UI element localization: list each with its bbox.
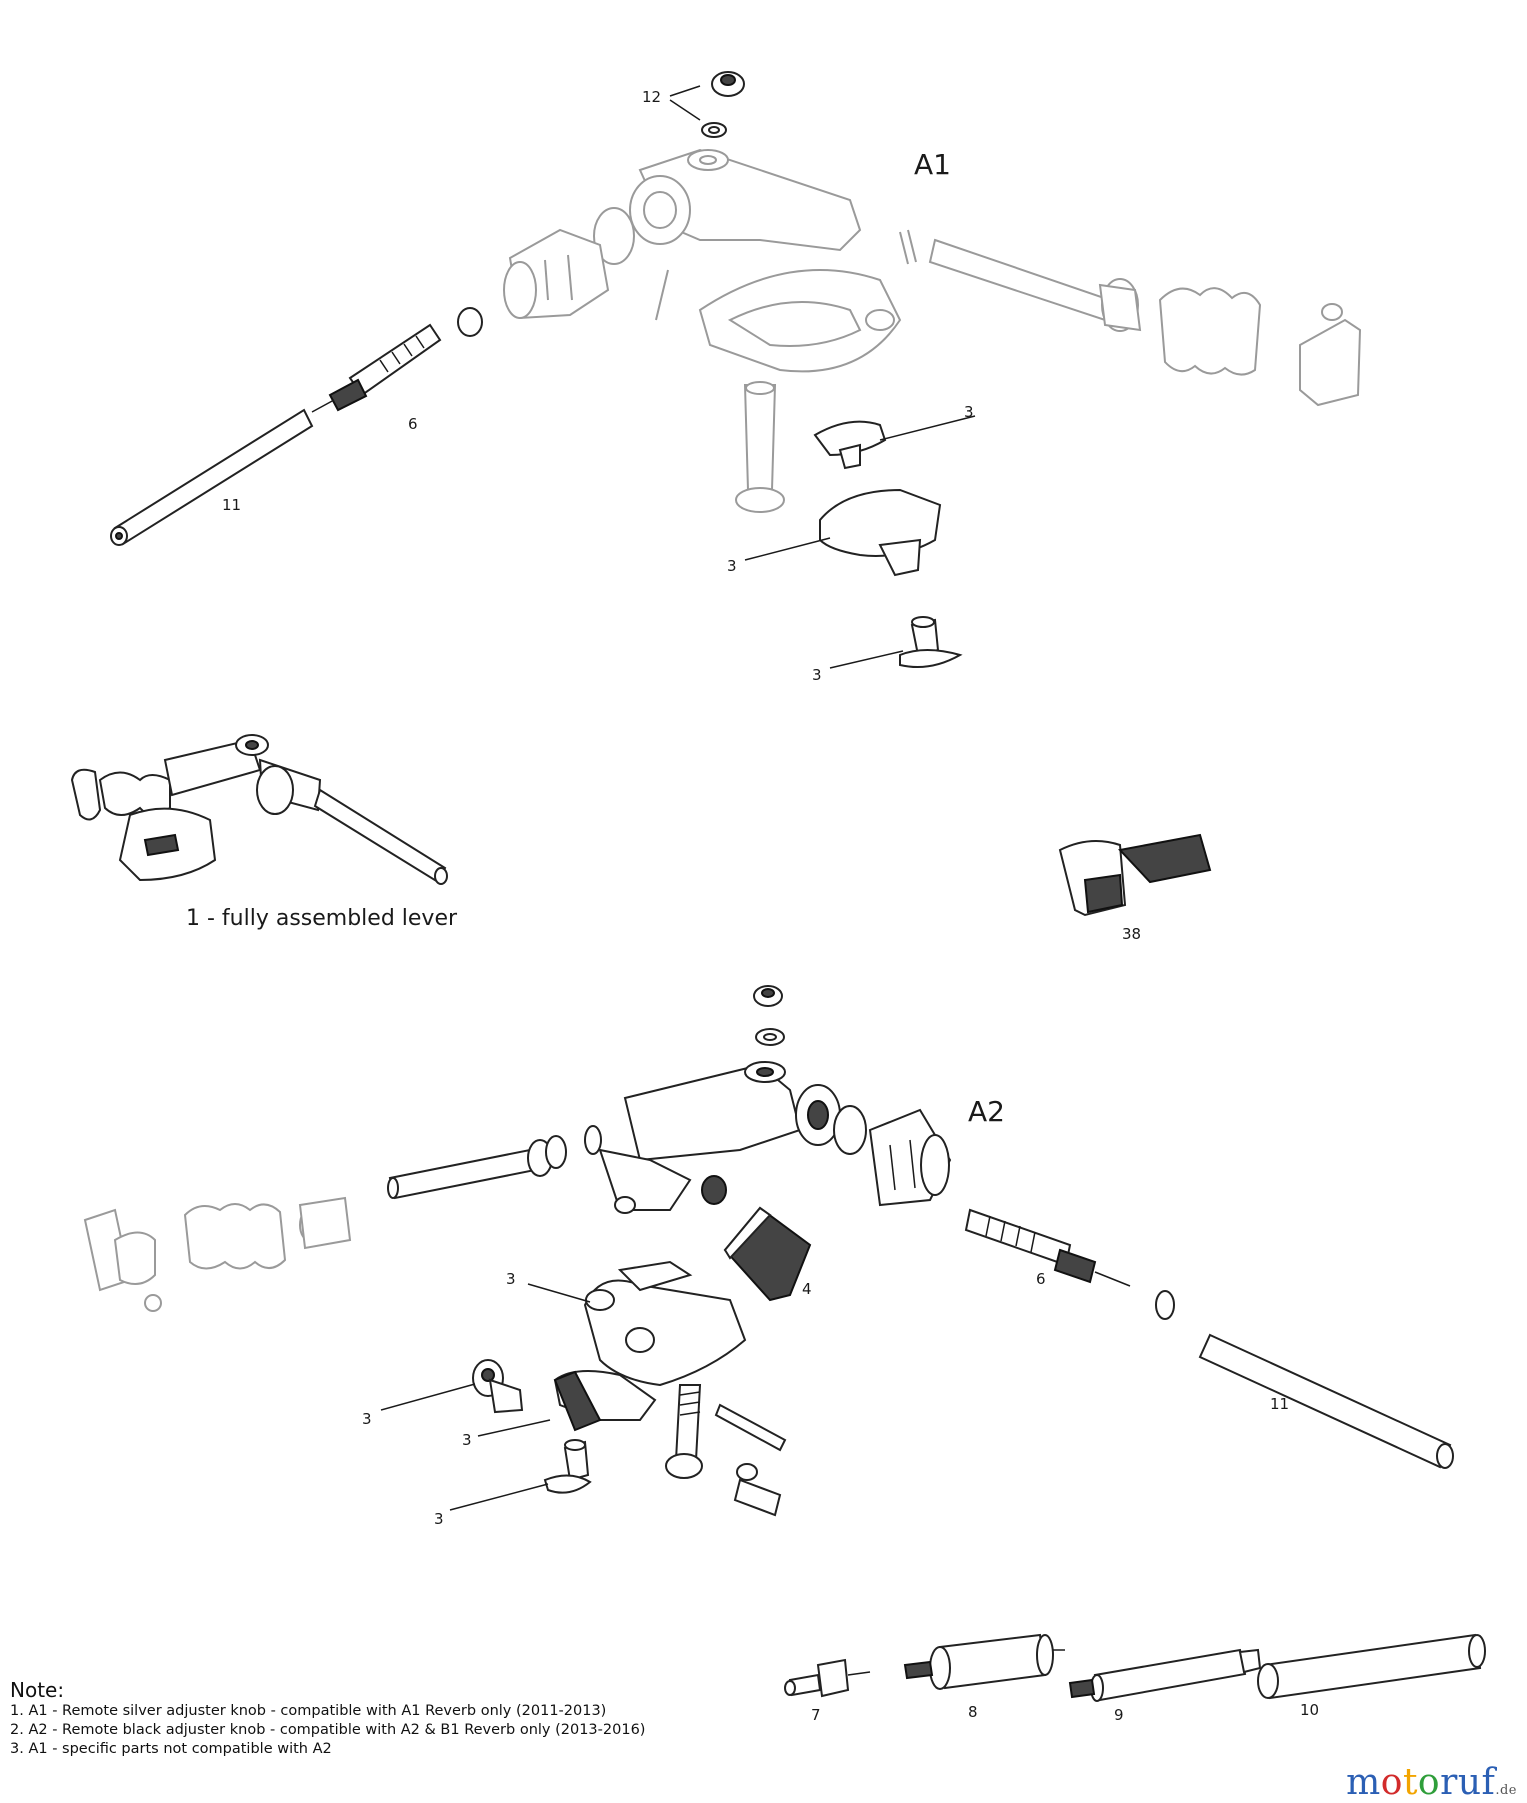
callout-a1-6: 6 bbox=[408, 415, 418, 433]
callout-a2-3d: 3 bbox=[434, 1510, 444, 1528]
a2-o-ring-right bbox=[833, 1105, 867, 1155]
a1-end-cap bbox=[1299, 303, 1362, 407]
callout-a2-3a: 3 bbox=[506, 1270, 516, 1288]
a2-clamp-bolt bbox=[665, 1384, 703, 1479]
callout-8: 8 bbox=[968, 1703, 978, 1721]
a2-pin-sleeve bbox=[714, 1403, 787, 1517]
a1-small-o-ring bbox=[457, 307, 483, 337]
a1-clamp-bolt bbox=[735, 381, 785, 513]
a1-adjuster-knob bbox=[503, 228, 610, 320]
a2-leader-3a bbox=[527, 1283, 591, 1303]
logo-wordmark: motoruf bbox=[1346, 1762, 1496, 1803]
a2-part-4-paddle bbox=[723, 1206, 812, 1302]
a2-knob-screw bbox=[472, 1359, 524, 1414]
part-8-syringe-body bbox=[903, 1633, 1065, 1690]
a1-assembly bbox=[110, 71, 1362, 669]
a2-small-o-ring bbox=[1155, 1290, 1175, 1320]
callout-a1-3c: 3 bbox=[812, 666, 822, 684]
callout-10: 10 bbox=[1300, 1701, 1320, 1719]
a2-part-6-barrel bbox=[964, 1208, 1131, 1287]
a1-pin bbox=[655, 269, 669, 321]
a2-rubber-boot bbox=[183, 1196, 352, 1270]
logo-tld: .de bbox=[1495, 1783, 1517, 1798]
part-38-paddle bbox=[1058, 833, 1212, 917]
assembled-lever bbox=[70, 734, 448, 885]
callout-a1-12: 12 bbox=[642, 88, 662, 106]
a2-lever-blade bbox=[553, 1370, 657, 1432]
a2-adjuster-knob bbox=[868, 1108, 952, 1207]
notes-title: Note: bbox=[10, 1678, 65, 1702]
callout-a2-4: 4 bbox=[802, 1280, 812, 1298]
a2-push-rod bbox=[387, 1135, 567, 1200]
a1-leader-3a bbox=[879, 415, 976, 441]
callout-a2-11: 11 bbox=[1270, 1395, 1290, 1413]
motoruf-logo: motoruf.de bbox=[1346, 1762, 1517, 1803]
a1-rubber-boot bbox=[1158, 287, 1262, 376]
a1-leader-3c bbox=[829, 650, 904, 669]
a1-paddle-small bbox=[813, 420, 887, 470]
a1-o-ring bbox=[593, 207, 635, 265]
part-10-tube bbox=[1257, 1633, 1486, 1700]
a2-mushroom-screw bbox=[543, 1439, 592, 1494]
callout-7: 7 bbox=[811, 1706, 821, 1724]
a1-leader-12a bbox=[669, 85, 701, 97]
a2-top-nut bbox=[753, 985, 785, 1046]
a1-lever-body bbox=[629, 148, 902, 373]
assembled-lever-caption: 1 - fully assembled lever bbox=[186, 906, 458, 931]
a1-mushroom-screw bbox=[899, 616, 963, 668]
a1-leader-12b bbox=[669, 99, 701, 121]
a2-lever-body bbox=[598, 1061, 841, 1214]
a1-paddle-large bbox=[819, 488, 942, 577]
a1-assembly-label: A1 bbox=[914, 148, 951, 181]
callout-a2-3c: 3 bbox=[462, 1431, 472, 1449]
a2-part-11-hose bbox=[1198, 1333, 1454, 1469]
a2-leader-3d bbox=[449, 1483, 549, 1511]
a2-assembly bbox=[83, 985, 1454, 1517]
a1-push-rod bbox=[899, 229, 1142, 332]
note-line: 1. A1 - Remote silver adjuster knob - co… bbox=[10, 1703, 607, 1719]
a2-leader-3b bbox=[380, 1383, 476, 1411]
callout-38: 38 bbox=[1122, 925, 1142, 943]
callout-9: 9 bbox=[1114, 1706, 1124, 1724]
a2-end-cap bbox=[83, 1208, 162, 1312]
a1-part-11-hose bbox=[110, 408, 314, 546]
note-line: 3. A1 - specific parts not compatible wi… bbox=[10, 1741, 332, 1757]
callout-a1-3b: 3 bbox=[727, 557, 737, 575]
part-9-adapter bbox=[1068, 1648, 1262, 1702]
a1-part-6-barrel bbox=[311, 323, 442, 413]
a2-clamp bbox=[583, 1260, 747, 1387]
a1-part-12-nut bbox=[701, 71, 745, 138]
a2-grub-screw bbox=[701, 1175, 727, 1205]
callout-a1-3a: 3 bbox=[964, 403, 974, 421]
part-7-fitting bbox=[784, 1658, 871, 1698]
a1-leader-3b bbox=[744, 537, 831, 561]
callout-a1-11: 11 bbox=[222, 496, 242, 514]
a2-o-ring-left bbox=[584, 1125, 602, 1155]
a2-assembly-label: A2 bbox=[968, 1095, 1005, 1128]
a2-leader-3c bbox=[477, 1419, 551, 1437]
note-line: 2. A2 - Remote black adjuster knob - com… bbox=[10, 1722, 646, 1738]
callout-a2-3b: 3 bbox=[362, 1410, 372, 1428]
callout-a2-6: 6 bbox=[1036, 1270, 1046, 1288]
notes-block: Note: 1. A1 - Remote silver adjuster kno… bbox=[10, 1678, 645, 1759]
